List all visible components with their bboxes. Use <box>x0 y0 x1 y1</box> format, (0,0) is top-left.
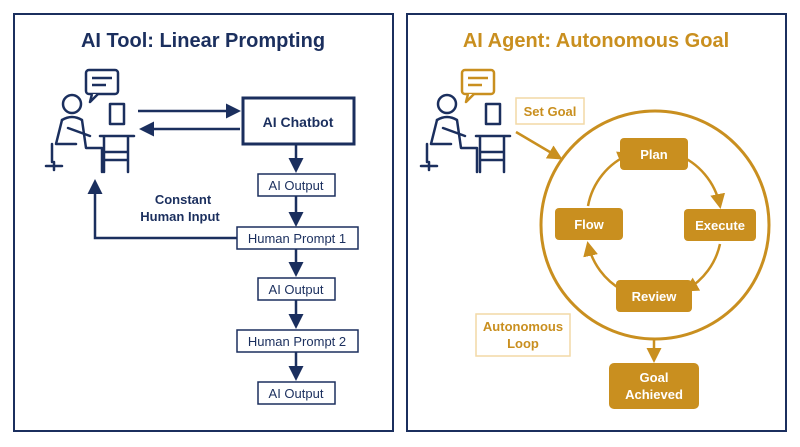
step-label-ai-output-3: AI Output <box>269 386 324 401</box>
step-box-human-prompt-2 <box>236 329 359 353</box>
autonomous-loop-label-line1: Autonomous <box>483 319 563 334</box>
step-box-ai-output-1 <box>257 173 336 197</box>
right-panel: AI Agent: Autonomous Goal Set Goal <box>406 13 787 432</box>
speech-bubble-icon <box>460 68 496 104</box>
feedback-arrow <box>87 179 237 240</box>
side-label-line2: Human Input <box>140 209 220 224</box>
step-label-ai-output-2: AI Output <box>269 282 324 297</box>
set-goal-label: Set Goal <box>524 104 577 119</box>
goal-achieved-line1: Goal <box>640 370 669 385</box>
loop-node-flow-label: Flow <box>574 217 604 232</box>
loop-node-review-label: Review <box>632 289 678 304</box>
left-panel-frame <box>13 13 394 432</box>
step-label-human-prompt-1: Human Prompt 1 <box>248 231 346 246</box>
goal-achieved-line2: Achieved <box>625 387 683 402</box>
goal-achieved-box <box>609 363 699 409</box>
side-label-line1: Constant <box>155 192 212 207</box>
step-label-ai-output-1: AI Output <box>269 178 324 193</box>
step-box-ai-output-2 <box>257 277 336 301</box>
loop-node-review <box>616 280 692 312</box>
left-panel-title: AI Tool: Linear Prompting <box>81 30 325 52</box>
speech-bubble-icon <box>84 68 120 104</box>
loop-node-plan <box>620 138 688 170</box>
left-panel: AI Tool: Linear Prompting AI Chatbot <box>13 13 394 432</box>
set-goal-arrow <box>515 130 563 160</box>
right-panel-title: AI Agent: Autonomous Goal <box>463 30 729 52</box>
loop-node-execute <box>684 209 756 241</box>
loop-node-execute-label: Execute <box>695 218 745 233</box>
chatbot-label: AI Chatbot <box>263 114 334 130</box>
person-at-desk-icon <box>44 93 136 174</box>
loop-node-plan-label: Plan <box>640 147 668 162</box>
autonomous-loop-box <box>475 313 571 357</box>
chatbot-box <box>241 96 356 146</box>
step-label-human-prompt-2: Human Prompt 2 <box>248 334 346 349</box>
person-at-desk-icon <box>419 93 512 174</box>
set-goal-box <box>515 97 585 125</box>
autonomous-loop-label-line2: Loop <box>507 336 539 351</box>
step-box-ai-output-3 <box>257 381 336 405</box>
loop-node-flow <box>555 208 623 240</box>
